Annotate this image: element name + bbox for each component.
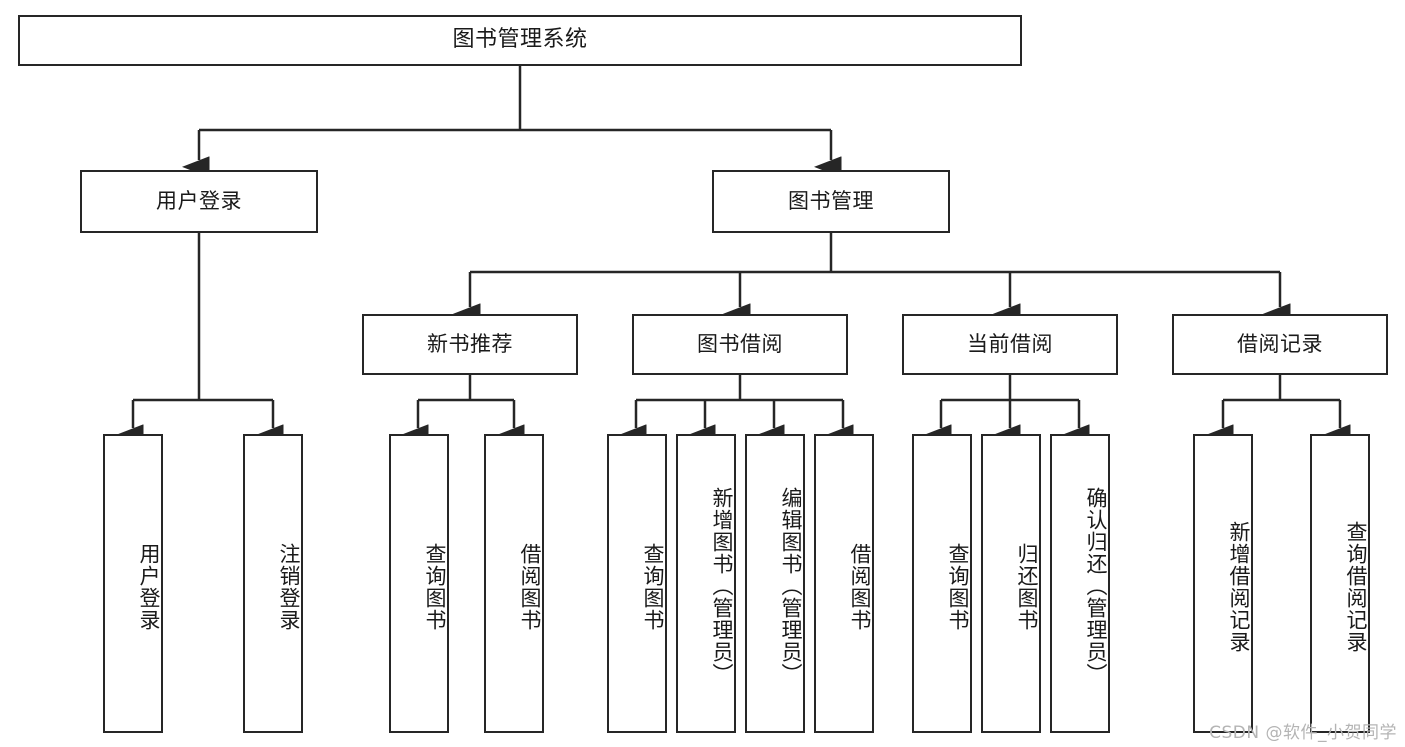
node-label: 用户登录 [156,188,242,213]
leaf-user-login-logout[interactable]: 注销登录 [243,434,303,733]
node-label: 查询图书 [946,542,970,631]
leaf-borrow-edit-book-admin[interactable]: 编辑图书（管理员） [745,434,805,733]
leaf-user-login-login[interactable]: 用户登录 [103,434,163,733]
leaf-current-return-book[interactable]: 归还图书 [981,434,1041,733]
node-label: 注销登录 [277,542,301,631]
node-label: 借阅图书 [848,542,872,631]
node-label: 图书管理 [788,188,874,213]
leaf-borrow-borrow-book[interactable]: 借阅图书 [814,434,874,733]
node-label: 查询借阅记录 [1344,520,1368,653]
node-book-management[interactable]: 图书管理 [712,170,950,233]
leaf-current-confirm-return-admin[interactable]: 确认归还（管理员） [1050,434,1110,733]
leaf-recommend-query-book[interactable]: 查询图书 [389,434,449,733]
node-label: 查询图书 [423,542,447,631]
node-label: 确认归还（管理员） [1084,486,1108,685]
leaf-borrow-query-book[interactable]: 查询图书 [607,434,667,733]
node-label: 用户登录 [137,542,161,631]
leaf-record-query-borrow-record[interactable]: 查询借阅记录 [1310,434,1370,733]
leaf-borrow-add-book-admin[interactable]: 新增图书（管理员） [676,434,736,733]
node-label: 新增图书（管理员） [710,486,734,685]
leaf-current-query-book[interactable]: 查询图书 [912,434,972,733]
leaf-recommend-borrow-book[interactable]: 借阅图书 [484,434,544,733]
node-user-login[interactable]: 用户登录 [80,170,318,233]
node-label: 查询图书 [641,542,665,631]
csdn-watermark: CSDN @软件_小贺同学 [1209,723,1397,743]
node-label: 当前借阅 [967,331,1053,356]
node-book-borrow[interactable]: 图书借阅 [632,314,848,375]
node-label: 借阅记录 [1237,331,1323,356]
node-borrow-record[interactable]: 借阅记录 [1172,314,1388,375]
node-label: 归还图书 [1015,542,1039,631]
node-current-borrow[interactable]: 当前借阅 [902,314,1118,375]
node-label: 新增借阅记录 [1227,520,1251,653]
node-new-book-recommend[interactable]: 新书推荐 [362,314,578,375]
leaf-record-add-borrow-record[interactable]: 新增借阅记录 [1193,434,1253,733]
node-label: 编辑图书（管理员） [779,486,803,685]
node-label: 借阅图书 [518,542,542,631]
node-label: 图书借阅 [697,331,783,356]
node-label: 新书推荐 [427,331,513,356]
node-root-book-management-system[interactable]: 图书管理系统 [18,15,1022,66]
node-label: 图书管理系统 [452,27,588,53]
